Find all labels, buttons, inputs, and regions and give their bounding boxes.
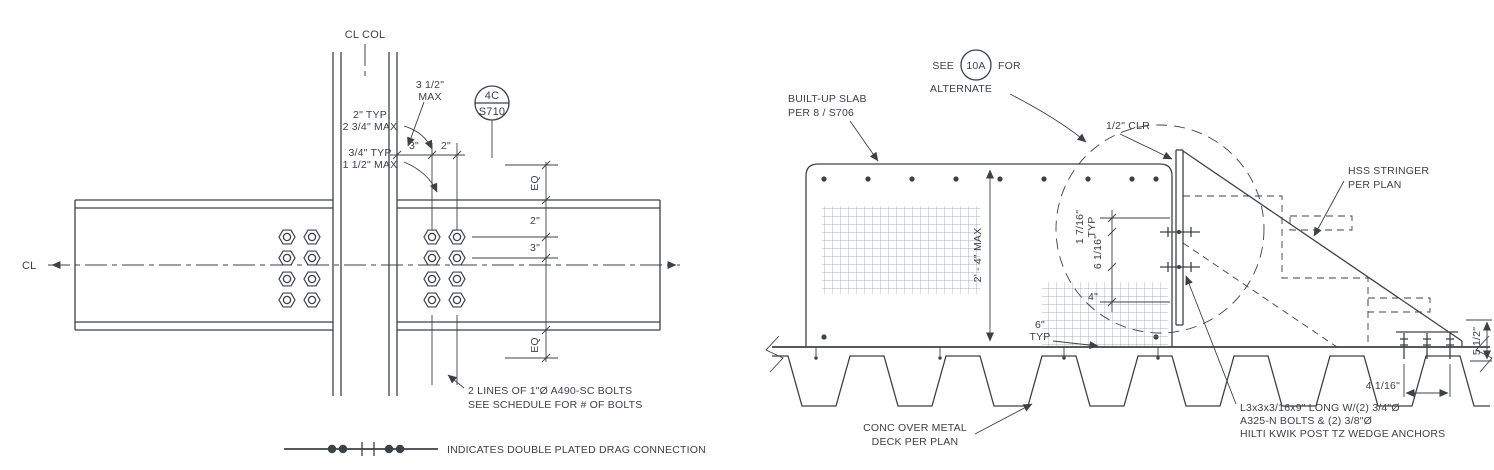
- bolt-group-left: [278, 229, 321, 308]
- bolt-note-leader: [431, 315, 465, 389]
- dim-6-1-16: 6 1/16": [1092, 235, 1104, 269]
- deck-note-line2: DECK PER PLAN: [872, 436, 959, 448]
- slab-note-line1: BUILT-UP SLAB: [788, 93, 867, 105]
- deck-note-line1: CONC OVER METAL: [863, 422, 967, 434]
- stringer-note-line2: PER PLAN: [1348, 179, 1402, 191]
- bolt-group-right: [423, 229, 466, 308]
- dim-2in: 2": [441, 140, 451, 152]
- dim-34typ-line2: 1 1/2" MAX: [343, 159, 398, 171]
- metal-deck-profile: [765, 335, 1493, 407]
- angle-note-leader: [1185, 275, 1237, 405]
- detail-bubble-sheet: S710: [479, 106, 506, 118]
- beam-centerline-label: CL: [22, 260, 36, 272]
- dim-3in-rows: 3": [530, 242, 540, 254]
- angle-note-line1: L3x3x3/16x9" LONG W/(2) 3/4"Ø: [1240, 402, 1400, 414]
- deck-note-leader: [974, 403, 1033, 435]
- for-label: FOR: [998, 60, 1021, 72]
- dim-34typ-line1: 3/4" TYP: [348, 147, 391, 159]
- dim-2typ-line1: 2" TYP: [353, 109, 387, 121]
- slab-note-leader: [849, 120, 879, 162]
- dim-eq-bottom: EQ: [529, 337, 541, 353]
- dim-3half-max-line2: MAX: [418, 91, 441, 103]
- dim-6in: 6": [1035, 319, 1045, 331]
- bolt-dimension-lines: [1100, 210, 1170, 312]
- drag-connection-legend-symbol: [284, 442, 438, 456]
- alternate-label: ALTERNATE: [930, 83, 992, 95]
- dim-1-7-16-typ: TYP: [1086, 216, 1098, 237]
- dim-1-7-16: 1 7/16": [1074, 210, 1086, 244]
- detail-bubble: [474, 85, 510, 158]
- slab-outline: [805, 163, 1173, 347]
- dim-2in-rows: 2": [530, 215, 540, 227]
- mesh-hatch-right: [1042, 282, 1168, 346]
- column-centerline-label: CL COL: [345, 29, 386, 41]
- connection-bolts: [1160, 227, 1200, 272]
- bolt-note-line2: SEE SCHEDULE FOR # OF BOLTS: [468, 399, 642, 411]
- detail-bubble-number: 4C: [485, 90, 499, 102]
- stringer-connection-geometry: [1175, 149, 1463, 348]
- dim-2typ-line2: 2 3/4" MAX: [343, 121, 398, 133]
- wedge-anchors: [1400, 333, 1454, 359]
- dim-4-1-16: 4 1/16": [1366, 380, 1400, 392]
- clearance-label: 1/2" CLR: [1106, 120, 1150, 132]
- stringer-depth-dimension: [1466, 319, 1492, 362]
- legend-label: INDICATES DOUBLE PLATED DRAG CONNECTION: [447, 444, 706, 456]
- angle-note-line2: A325-N BOLTS & (2) 3/8"Ø: [1240, 415, 1372, 427]
- dim-3half-max-line1: 3 1/2": [416, 79, 444, 91]
- deck-edge-leader: [1052, 340, 1099, 350]
- stringer-note-line1: HSS STRINGER: [1348, 165, 1429, 177]
- angle-note-line3: HILTI KWIK POST TZ WEDGE ANCHORS: [1240, 428, 1445, 440]
- drag-connection-detail: CL COL CL: [22, 29, 706, 456]
- slab-height-label: 2' - 4" MAX: [972, 228, 984, 283]
- slab-note-line2: PER 8 / S706: [788, 107, 854, 119]
- mesh-hatch-left: [822, 206, 980, 294]
- connection-scope-circle: [1055, 124, 1265, 334]
- slab-rebar-dots: [821, 176, 1159, 340]
- detail-ref-10a: 10A: [966, 60, 985, 72]
- column-section: [332, 44, 398, 396]
- see-label: SEE: [932, 60, 954, 72]
- stringer-note-leader: [1313, 180, 1345, 237]
- dim-4in: 4": [1088, 291, 1098, 303]
- clearance-leader: [1119, 133, 1173, 160]
- dim-5-1-2: 5 1/2": [1471, 327, 1483, 355]
- dim-6in-typ: TYP: [1029, 331, 1050, 343]
- alternate-reference-bubble: [960, 49, 1087, 143]
- stair-stringer-detail: 2' - 4" MAX SEE 10A FOR ALTERNATE BUILT-…: [765, 49, 1493, 448]
- dim-eq-top: EQ: [529, 175, 541, 191]
- right-dimension-lines: [472, 160, 558, 363]
- bolt-note-line1: 2 LINES OF 1"Ø A490-SC BOLTS: [468, 385, 632, 397]
- top-dimension-lines: [390, 101, 465, 230]
- anchor-offset-dimension: [1403, 364, 1451, 397]
- dim-3in: 3": [409, 140, 419, 152]
